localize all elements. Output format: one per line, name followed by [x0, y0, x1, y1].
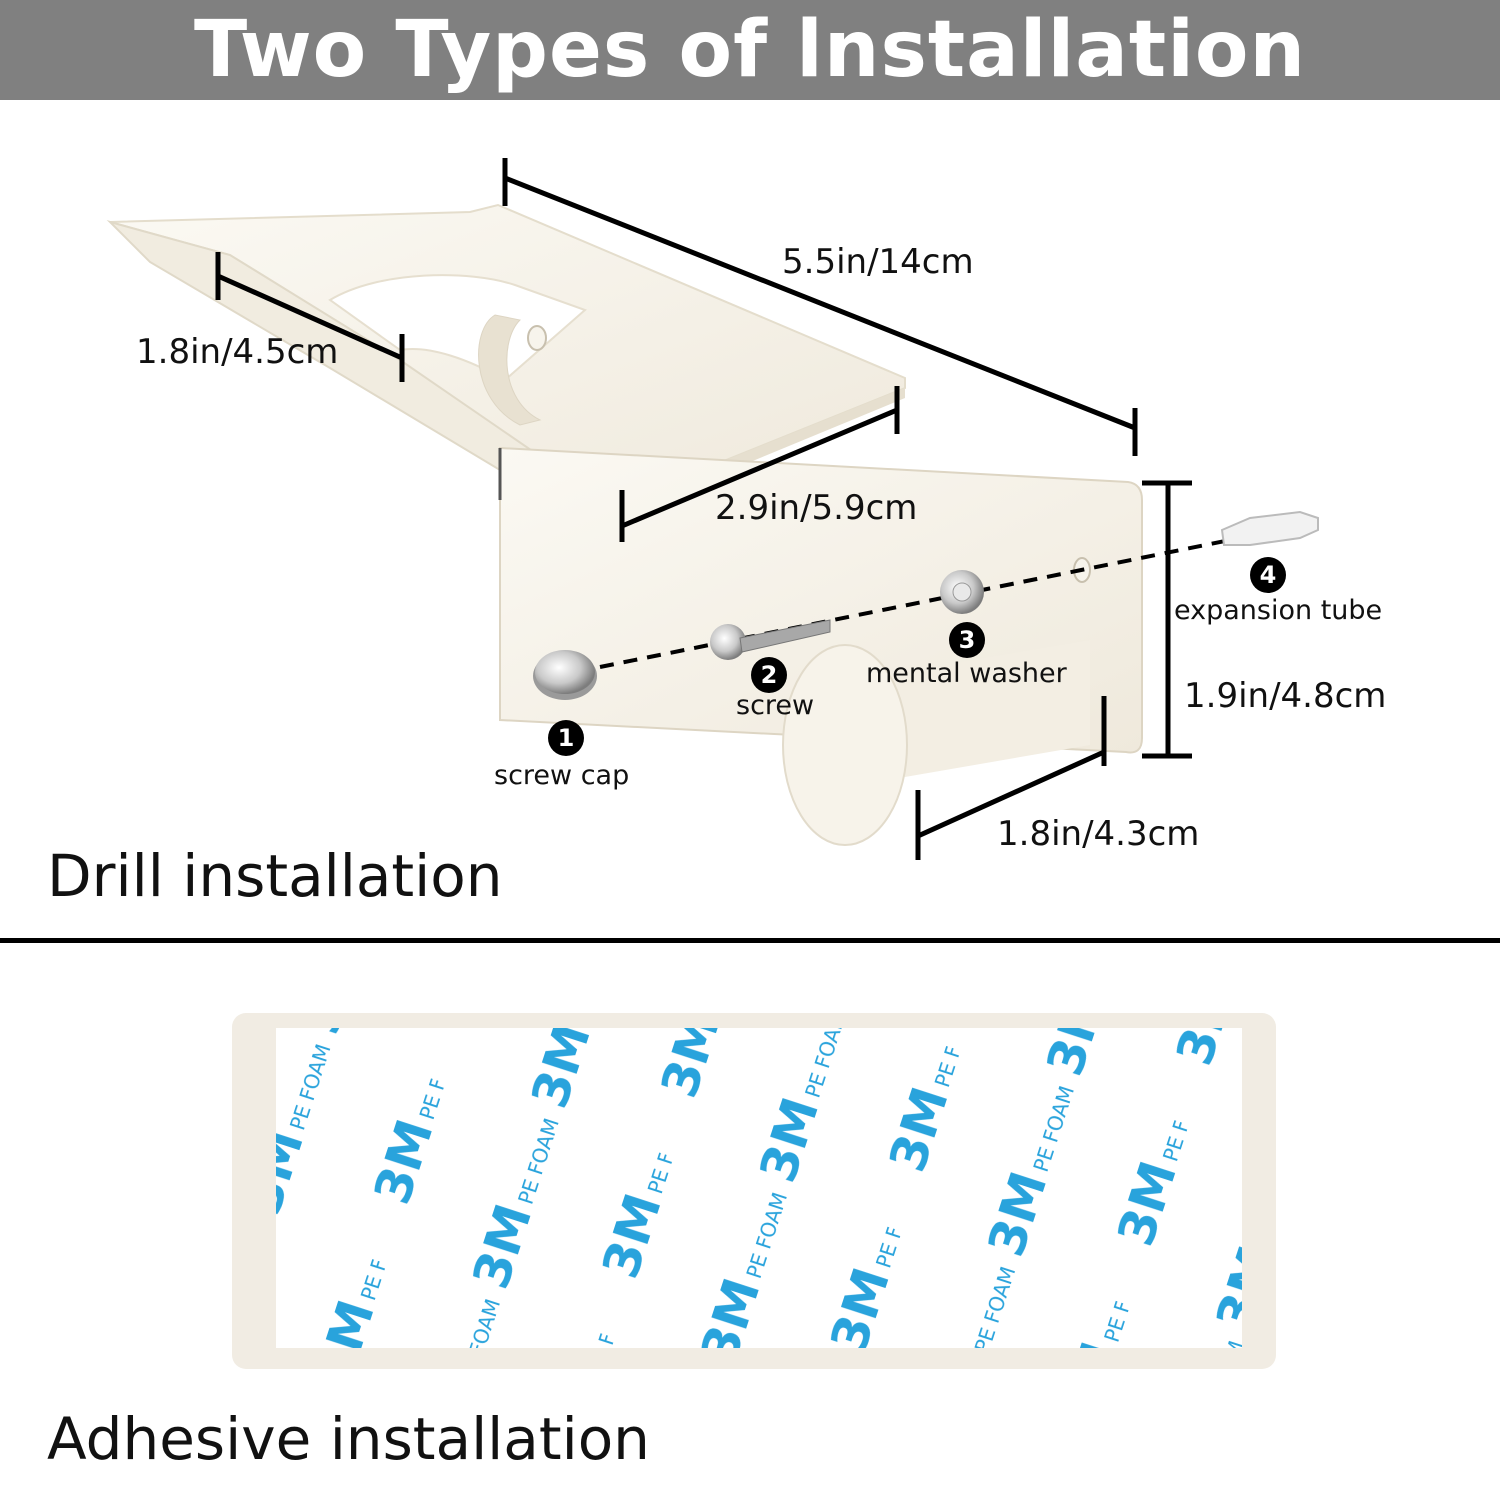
- screw-cap-part: [533, 650, 597, 700]
- part-number-4: 4: [1250, 557, 1286, 593]
- dim-rod-label: 1.8in/4.3cm: [997, 814, 1200, 854]
- part-label-screw: screw: [736, 690, 815, 721]
- washer-part: [940, 570, 984, 614]
- part-label-washer: mental washer: [866, 658, 1067, 689]
- adhesive-installation-title: Adhesive installation: [47, 1405, 650, 1473]
- part-number-1: 1: [548, 720, 584, 756]
- drill-installation-title: Drill installation: [47, 842, 503, 910]
- dim-height-label: 1.9in/4.8cm: [1184, 676, 1387, 716]
- holder-arc: [478, 314, 542, 426]
- dim-depth-label: 2.9in/5.9cm: [715, 488, 918, 528]
- part-label-screw-cap: screw cap: [494, 760, 630, 791]
- shelf-cutout: [328, 274, 587, 382]
- section-divider: [0, 938, 1500, 943]
- part-number-2: 2: [751, 657, 787, 693]
- dim-width-left-label: 1.8in/4.5cm: [136, 332, 339, 372]
- rod-end-cap: [782, 644, 908, 846]
- adhesive-print: [276, 1028, 1242, 1348]
- product-diagram: [106, 158, 1319, 860]
- expansion-tube-part: [1220, 510, 1319, 546]
- dim-length-label: 5.5in/14cm: [782, 242, 974, 282]
- page-title: Two Types of lnstallation: [193, 5, 1307, 95]
- screw-part: [710, 619, 831, 660]
- mount-hole-1: [527, 325, 547, 351]
- assembly-line: [599, 536, 1241, 669]
- part-number-3: 3: [949, 622, 985, 658]
- header-bar: [0, 0, 1500, 100]
- part-label-expansion-tube: expansion tube: [1174, 595, 1383, 626]
